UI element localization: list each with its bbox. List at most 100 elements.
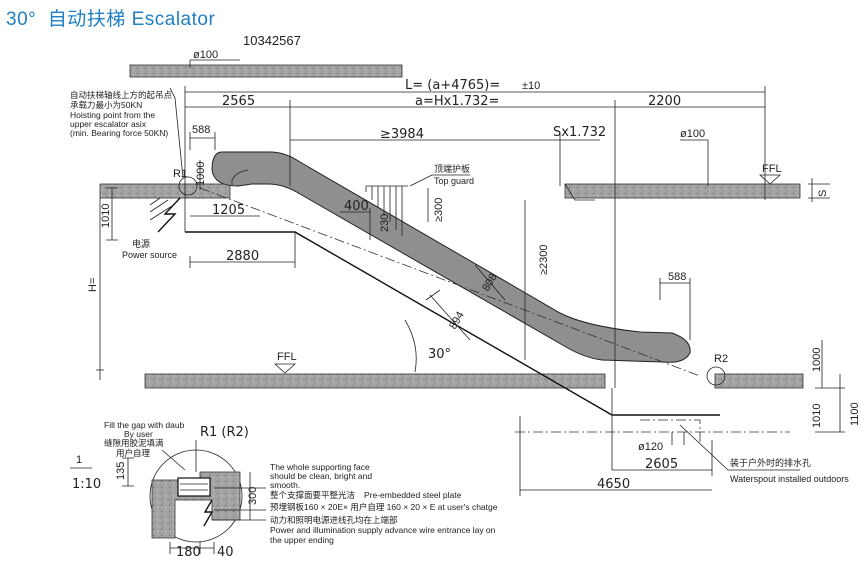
waterspout-cn: 装于户外时的排水孔 [730, 457, 811, 468]
dim-hole-right-line [680, 139, 709, 186]
waterspout-leader [679, 424, 800, 471]
dim-1000-right-label: 1000 [811, 348, 823, 372]
ffl-top-label: FFL [762, 163, 782, 175]
dim-a-label: a=Hx1.732= [415, 94, 499, 109]
hoist-en-1: Hoisting point from the [70, 110, 155, 120]
dim-right-vertical [815, 340, 845, 433]
power-en-label: Power source [122, 250, 177, 260]
hoist-leader [169, 87, 184, 179]
truss-bottom-line [185, 231, 720, 416]
ffl-bottom-label: FFL [277, 351, 297, 363]
hoist-en-2: upper escalator asix [70, 119, 147, 129]
dim-s-label: S [817, 190, 829, 197]
dim-2565-label: 2565 [222, 94, 255, 109]
dim-2300-label: ≥2300 [538, 244, 550, 275]
dim-s1732-line [520, 134, 600, 186]
power-source-zigzag [157, 197, 181, 233]
dim-4650-label: 4650 [597, 477, 630, 492]
title-en: Escalator [131, 9, 216, 30]
top-guard-en: Top guard [434, 176, 474, 186]
pit-outline [515, 419, 790, 445]
upper-floor-edge [564, 183, 595, 201]
detail-scale-den: 1:10 [72, 477, 101, 492]
dim-400-line [340, 208, 371, 240]
dim-230-label: 230 [379, 214, 391, 232]
hoist-cn-1: 自动扶梯轴线上方的起吊点 [70, 90, 173, 100]
title-angle: 30° [6, 9, 37, 30]
r2-label: R2 [714, 353, 728, 365]
slope-centerline [199, 187, 701, 377]
dim-2880-line [189, 232, 296, 268]
upper-floor-left [99, 183, 231, 199]
detail-180-label: 180 [176, 545, 201, 560]
dim-h-label: H= [87, 278, 99, 292]
dim-total-label: L= (a+4765)= [405, 78, 500, 93]
dim-3984-label: ≥3984 [380, 127, 424, 142]
top-guard-leader [409, 174, 470, 187]
detail-135-label: 135 [115, 462, 127, 480]
dim-hole-top-line [189, 59, 240, 68]
dim-total-line [184, 86, 766, 200]
dim-a-line [185, 100, 765, 388]
detail-plate-lines [180, 483, 208, 491]
angle-label: 30° [428, 347, 451, 362]
dim-2605-line [612, 440, 713, 476]
detail-leader [161, 440, 197, 472]
detail-by-user: By user [124, 429, 153, 439]
hoist-cn-2: 承载力最小为50KN [70, 100, 142, 110]
dim-s-line [808, 178, 830, 202]
detail-wire-cn: 动力和照明电源进线孔均在上端部 [270, 515, 398, 525]
detail-note-leaders [212, 487, 266, 521]
detail-face-en-1: The whole supporting face [270, 462, 370, 472]
dim-1010-left-label: 1010 [100, 204, 112, 228]
detail-face-cn: 整个支撑面要平整光洁 [270, 490, 356, 500]
r1-label: R1 [173, 168, 187, 180]
dim-588-right-label: 588 [668, 271, 686, 283]
hoist-en-3: (min. Bearing force 50KN) [70, 128, 168, 138]
power-hatch [149, 197, 173, 221]
detail-face-en-3: smooth. [270, 480, 300, 490]
dim-894-line [425, 289, 471, 341]
detail-wire-en-2: the upper ending [270, 535, 334, 545]
dim-1010-right-label: 1010 [811, 404, 823, 428]
detail-plate-en: Pre-embedded steel plate [364, 490, 462, 500]
dim-1100-label: 1100 [849, 402, 861, 426]
ceiling-slab [129, 64, 403, 78]
dim-400-label: 400 [344, 199, 369, 214]
detail-wire-zig [203, 499, 214, 527]
ffl-top-marker [758, 174, 782, 185]
angle-arc [404, 319, 417, 373]
r2-circle [706, 366, 726, 386]
ffl-bottom-marker [273, 363, 297, 374]
dim-588-right-line [659, 278, 691, 340]
dim-588-top-label: 588 [192, 124, 210, 136]
dim-808-line [474, 264, 506, 301]
detail-scale-num: 1 [76, 454, 82, 466]
dim-1205-label: 1205 [212, 203, 245, 218]
detail-fill-en: Fill the gap with daub [104, 420, 185, 430]
title-cn: 自动扶梯 [47, 9, 126, 30]
detail-face-en-2: should be clean, bright and [270, 471, 372, 481]
dim-1000-left-label: 1000 [195, 162, 207, 186]
dim-hole-right-label: ø100 [680, 128, 705, 140]
handrail-band [211, 151, 691, 363]
detail-plate-cn: 预埋钢板160 × 20E× 用户自理 160 × 20 × E at user… [270, 502, 498, 512]
detail-300-label: 300 [247, 487, 259, 505]
dim-2200-label: 2200 [648, 94, 681, 109]
dim-s1732-label: Sx1.732 [553, 125, 606, 140]
dim-left-vertical [106, 160, 201, 241]
detail-section: Fill the gap with daub By user 缝隙用胶泥填满 用… [70, 420, 498, 560]
detail-r1-label: R1 (R2) [200, 425, 249, 440]
dim-120-line [671, 432, 685, 445]
detail-dim-lines [122, 457, 251, 554]
detail-fill-cn: 缝隙用胶泥填满 [104, 438, 164, 448]
detail-user-cn: 用户自理 [116, 448, 151, 458]
dim-tolerance-label: ±10 [522, 80, 540, 92]
dim-4650-line [519, 416, 712, 496]
upper-newel [231, 169, 249, 186]
drawing-code: 10342567 [243, 33, 301, 48]
dim-h-line [96, 198, 104, 380]
detail-40-label: 40 [217, 545, 234, 560]
dim-hole-top-label: ø100 [193, 49, 218, 61]
